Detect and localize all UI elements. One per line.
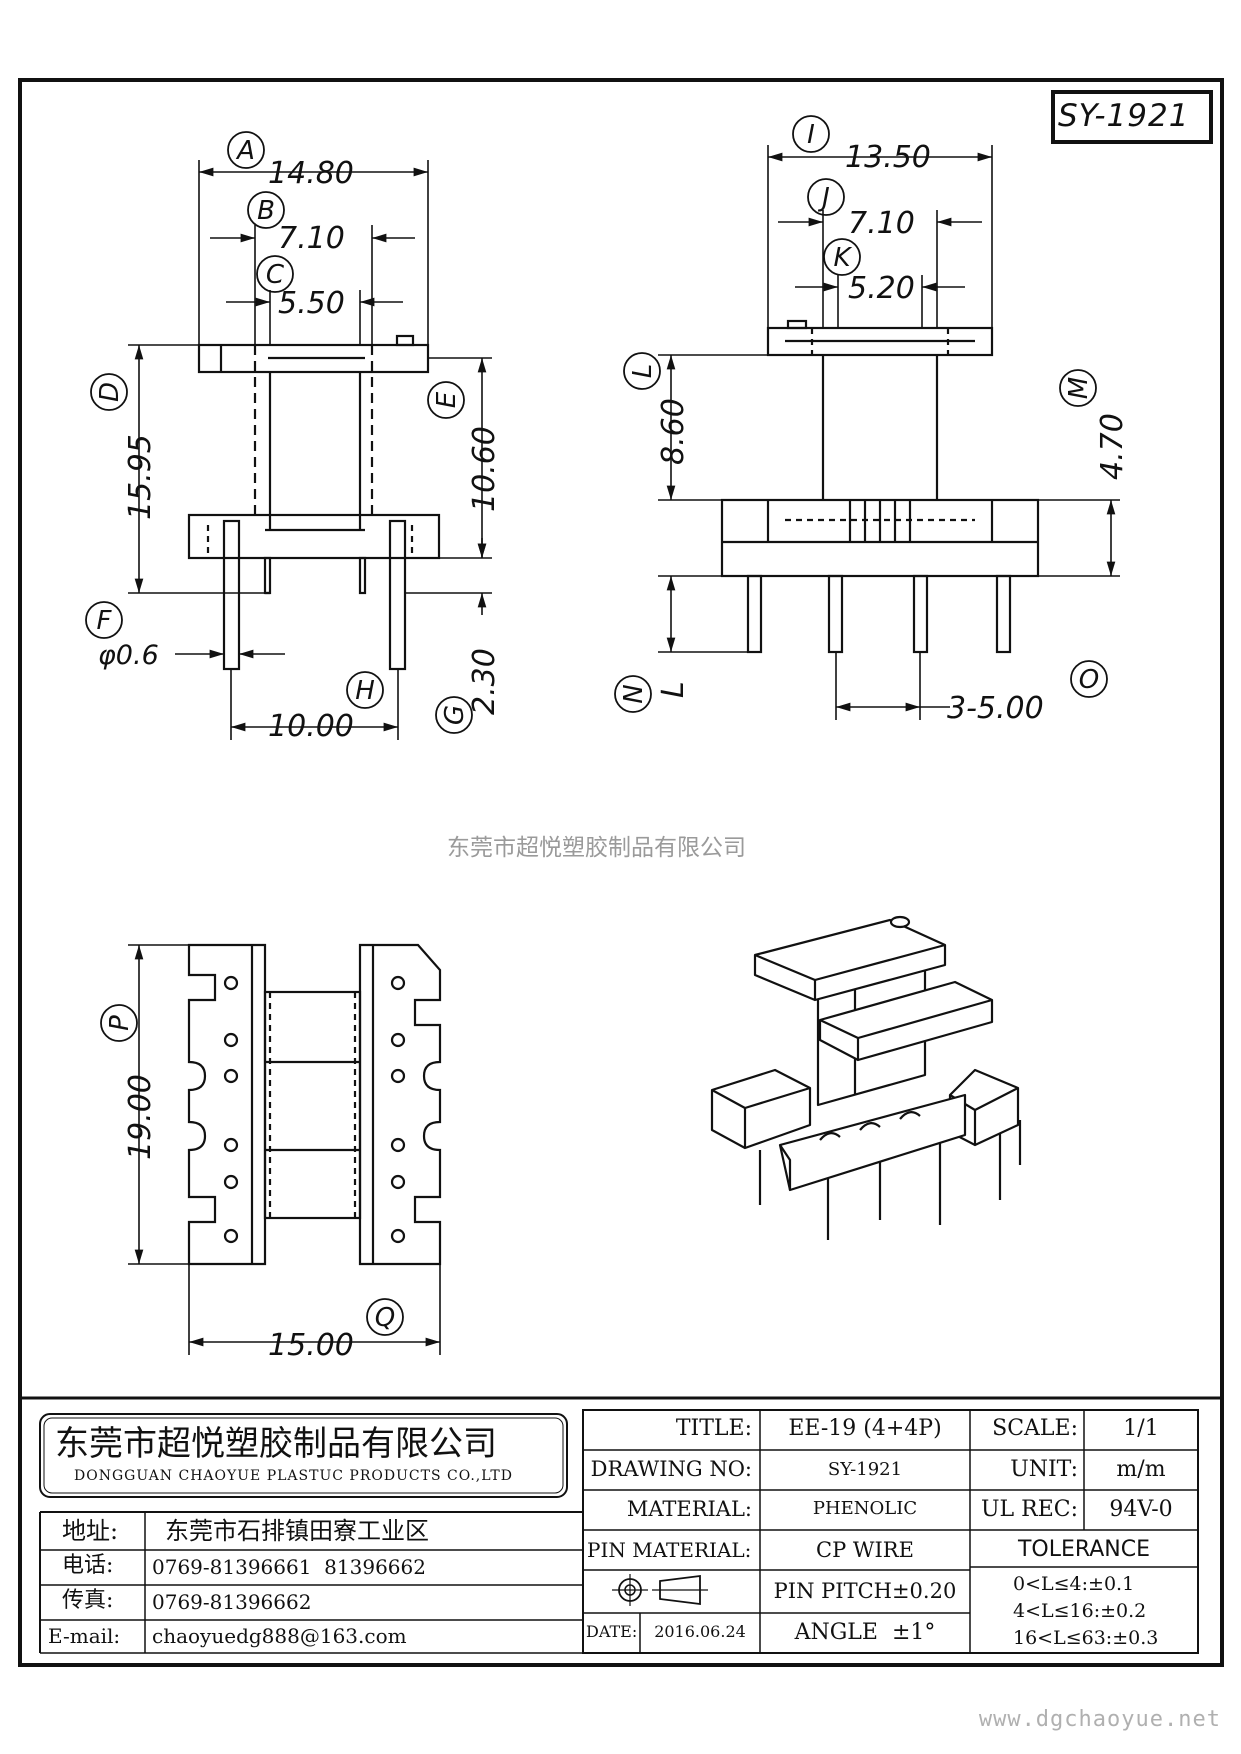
- pin-material-label: PIN MATERIAL:: [587, 1538, 752, 1562]
- title-value: EE-19 (4+4P): [788, 1416, 942, 1441]
- callout-b: B: [257, 196, 275, 226]
- unit-label: UNIT:: [1010, 1457, 1078, 1482]
- material-label: MATERIAL:: [626, 1497, 752, 1521]
- tolerance-row-1: 0<L≤4:±0.1: [1013, 1573, 1135, 1595]
- fax-value: 0769-81396662: [152, 1590, 312, 1614]
- dim-e-value: 10.60: [467, 426, 502, 512]
- email-value: chaoyuedg888@163.com: [152, 1624, 407, 1648]
- ul-label: UL REC:: [980, 1497, 1078, 1522]
- scale-label: SCALE:: [992, 1416, 1078, 1441]
- callout-d: D: [95, 382, 125, 402]
- dim-i-value: 13.50: [845, 140, 931, 175]
- dimension-callouts: [85, 115, 1108, 1336]
- bottom-view-dimensions: [128, 944, 441, 1355]
- callout-n: N: [619, 684, 649, 703]
- date-label: DATE:: [586, 1622, 638, 1641]
- company-name-en: DONGGUAN CHAOYUE PLASTUC PRODUCTS CO.,LT…: [74, 1468, 513, 1484]
- part-number: SY-1921: [1058, 98, 1190, 134]
- address-label: 地址:: [62, 1517, 119, 1545]
- tolerance-row-2: 4<L≤16:±0.2: [1013, 1600, 1147, 1622]
- callout-h: H: [355, 676, 375, 706]
- dim-n-value: L: [656, 681, 691, 698]
- dim-j-value: 7.10: [848, 206, 915, 241]
- tolerance-title: TOLERANCE: [1017, 1537, 1151, 1562]
- side-view-dimensions: [658, 145, 1120, 720]
- dim-b-value: 7.10: [278, 221, 345, 256]
- dim-g-value: 2.30: [467, 648, 502, 715]
- dim-q-value: 15.00: [268, 1328, 354, 1363]
- company-name-cn: 东莞市超悦塑胶制品有限公司: [55, 1424, 497, 1464]
- date-value: 2016.06.24: [654, 1622, 746, 1641]
- dim-p-value: 19.00: [123, 1074, 158, 1160]
- callout-o: O: [1079, 665, 1099, 695]
- callout-f: F: [97, 606, 113, 636]
- callout-k: K: [833, 243, 852, 273]
- side-view: [720, 319, 1040, 654]
- fax-label: 传真:: [62, 1588, 114, 1613]
- material-value: PHENOLIC: [812, 1498, 918, 1519]
- drawing-no-value: SY-1921: [827, 1459, 903, 1480]
- drawing-no-label: DRAWING NO:: [590, 1457, 752, 1481]
- email-label: E-mail:: [48, 1624, 121, 1648]
- pin-pitch: PIN PITCH±0.20: [773, 1579, 957, 1603]
- dim-k-value: 5.20: [848, 271, 915, 306]
- scale-value: 1/1: [1123, 1416, 1159, 1441]
- tolerance-row-3: 16<L≤63:±0.3: [1013, 1627, 1159, 1649]
- angle-tolerance: ANGLE ±1°: [794, 1620, 936, 1645]
- pin-material-value: CP WIRE: [816, 1538, 914, 1562]
- part-number-box: [1051, 90, 1213, 144]
- callout-m: M: [1064, 377, 1094, 399]
- front-view-dimensions: [128, 160, 492, 740]
- bottom-view: [187, 943, 442, 1266]
- callout-g: G: [440, 705, 470, 725]
- title-block-grid: [20, 1396, 1222, 1654]
- callout-l: L: [628, 364, 658, 379]
- callout-p: P: [105, 1015, 135, 1031]
- dim-h-value: 10.00: [268, 709, 354, 744]
- callout-a: A: [235, 136, 255, 166]
- ul-value: 94V-0: [1109, 1497, 1173, 1522]
- phone-label: 电话:: [62, 1553, 114, 1578]
- dim-f-value: φ0.6: [98, 640, 159, 671]
- front-view: [187, 334, 441, 671]
- phone-value: 0769-81396661 81396662: [152, 1555, 426, 1579]
- address-value: 东莞市石排镇田寮工业区: [165, 1517, 429, 1545]
- drawing-border: [18, 78, 1224, 1667]
- dim-l-value: 8.60: [656, 398, 691, 465]
- dimension-callout-letters: A B C D E F H G I J K L M N O P Q: [95, 120, 1099, 1333]
- isometric-view: [710, 915, 1022, 1240]
- dim-m-value: 4.70: [1095, 413, 1130, 480]
- callout-e: E: [432, 391, 462, 408]
- website-watermark: www.dgchaoyue.net: [978, 1707, 1221, 1732]
- dim-o-value: 3-5.00: [947, 691, 1044, 726]
- unit-value: m/m: [1116, 1457, 1166, 1482]
- dimension-labels: 14.80 7.10 5.50 10.00 φ0.6 13.50 7.10 5.…: [98, 140, 1130, 1363]
- callout-j: J: [817, 183, 830, 213]
- dim-c-value: 5.50: [278, 286, 345, 321]
- company-watermark: 东莞市超悦塑胶制品有限公司: [447, 835, 746, 861]
- callout-q: Q: [375, 1303, 395, 1333]
- dim-a-value: 14.80: [268, 156, 354, 191]
- title-label: TITLE:: [675, 1416, 752, 1441]
- callout-c: C: [266, 260, 285, 290]
- callout-i: I: [807, 120, 815, 150]
- dim-d-value: 15.95: [123, 434, 158, 520]
